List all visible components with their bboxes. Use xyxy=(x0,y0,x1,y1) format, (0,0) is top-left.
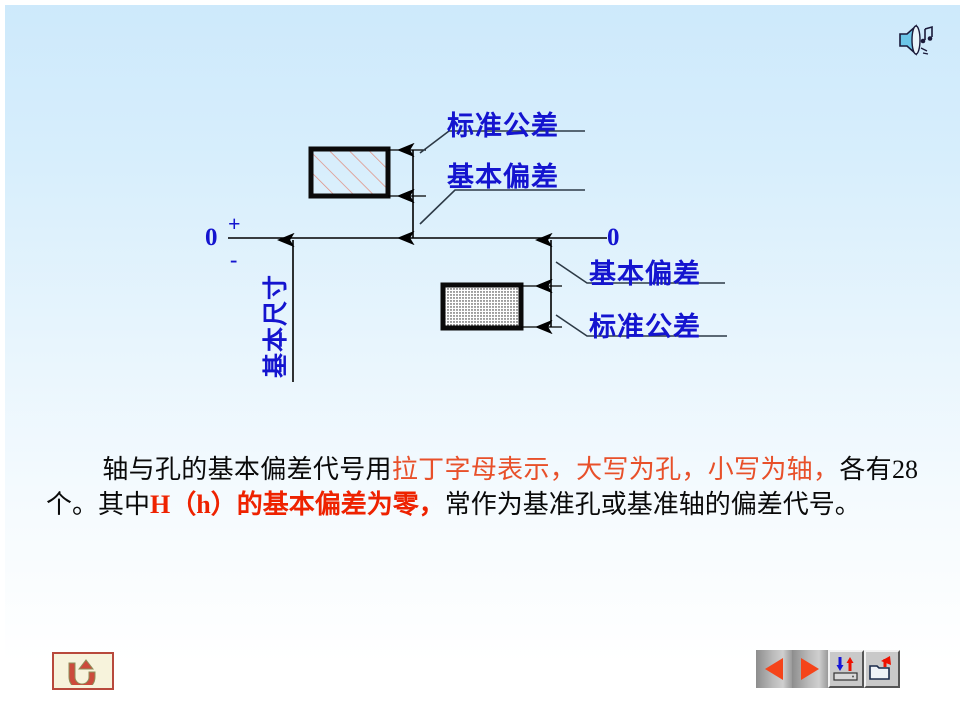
label-upper-standard-tolerance: 标准公差 xyxy=(447,111,559,142)
paragraph-segment-2-highlight: 拉丁字母表示，大写为孔，小写为轴， xyxy=(391,455,840,484)
hole-box-outline xyxy=(308,146,391,199)
paragraph-segment-4-highlight: H（h）的基本偏差为零， xyxy=(150,490,445,519)
paragraph-segment-1: 轴与孔的基本偏差代号用 xyxy=(102,455,392,484)
label-plus-sign: + xyxy=(228,211,242,236)
shaft-box-outline xyxy=(440,282,524,331)
sound-icon[interactable] xyxy=(896,20,942,60)
leader-upper-tolerance xyxy=(419,130,585,154)
leader-lower-deviation xyxy=(555,261,725,284)
label-minus-sign: - xyxy=(230,247,239,272)
leader-lower-tolerance xyxy=(555,314,727,337)
open-export-button[interactable] xyxy=(864,650,900,688)
label-upper-fundamental-deviation: 基本偏差 xyxy=(447,162,559,193)
navigation-bar xyxy=(756,650,900,688)
next-slide-button[interactable] xyxy=(792,650,828,688)
hole-box-fill xyxy=(311,149,388,196)
triangle-right-icon xyxy=(801,658,819,680)
label-lower-standard-tolerance: 标准公差 xyxy=(589,312,701,343)
label-lower-fundamental-deviation: 基本偏差 xyxy=(589,259,701,290)
paragraph-segment-5: 常作为基准孔或基准轴的偏差代号。 xyxy=(444,490,861,519)
leader-upper-deviation xyxy=(419,189,585,225)
save-transfer-icon xyxy=(833,657,858,681)
return-button[interactable] xyxy=(52,652,114,690)
body-paragraph: 轴与孔的基本偏差代号用拉丁字母表示，大写为孔，小写为轴，各有28个。其中H（h）… xyxy=(46,452,918,522)
paragraph-segment-3: 各有28个。其中 xyxy=(46,455,918,519)
label-basic-size-axis: 基本尺寸 xyxy=(261,273,290,378)
triangle-left-icon xyxy=(765,658,783,680)
label-zero-left: 0 xyxy=(205,224,219,251)
save-transfer-button[interactable] xyxy=(828,650,864,688)
label-zero-right: 0 xyxy=(607,224,621,251)
return-arrow-icon xyxy=(68,659,96,685)
previous-slide-button[interactable] xyxy=(756,650,792,688)
tolerance-diagram: 标准公差 基本偏差 基本偏差 标准公差 0 0 + - 基本尺寸 xyxy=(205,111,727,382)
shaft-box-fill xyxy=(443,285,521,328)
folder-export-icon xyxy=(869,656,891,680)
speaker-glyph-icon xyxy=(899,24,933,56)
diagram-svg xyxy=(228,130,727,382)
